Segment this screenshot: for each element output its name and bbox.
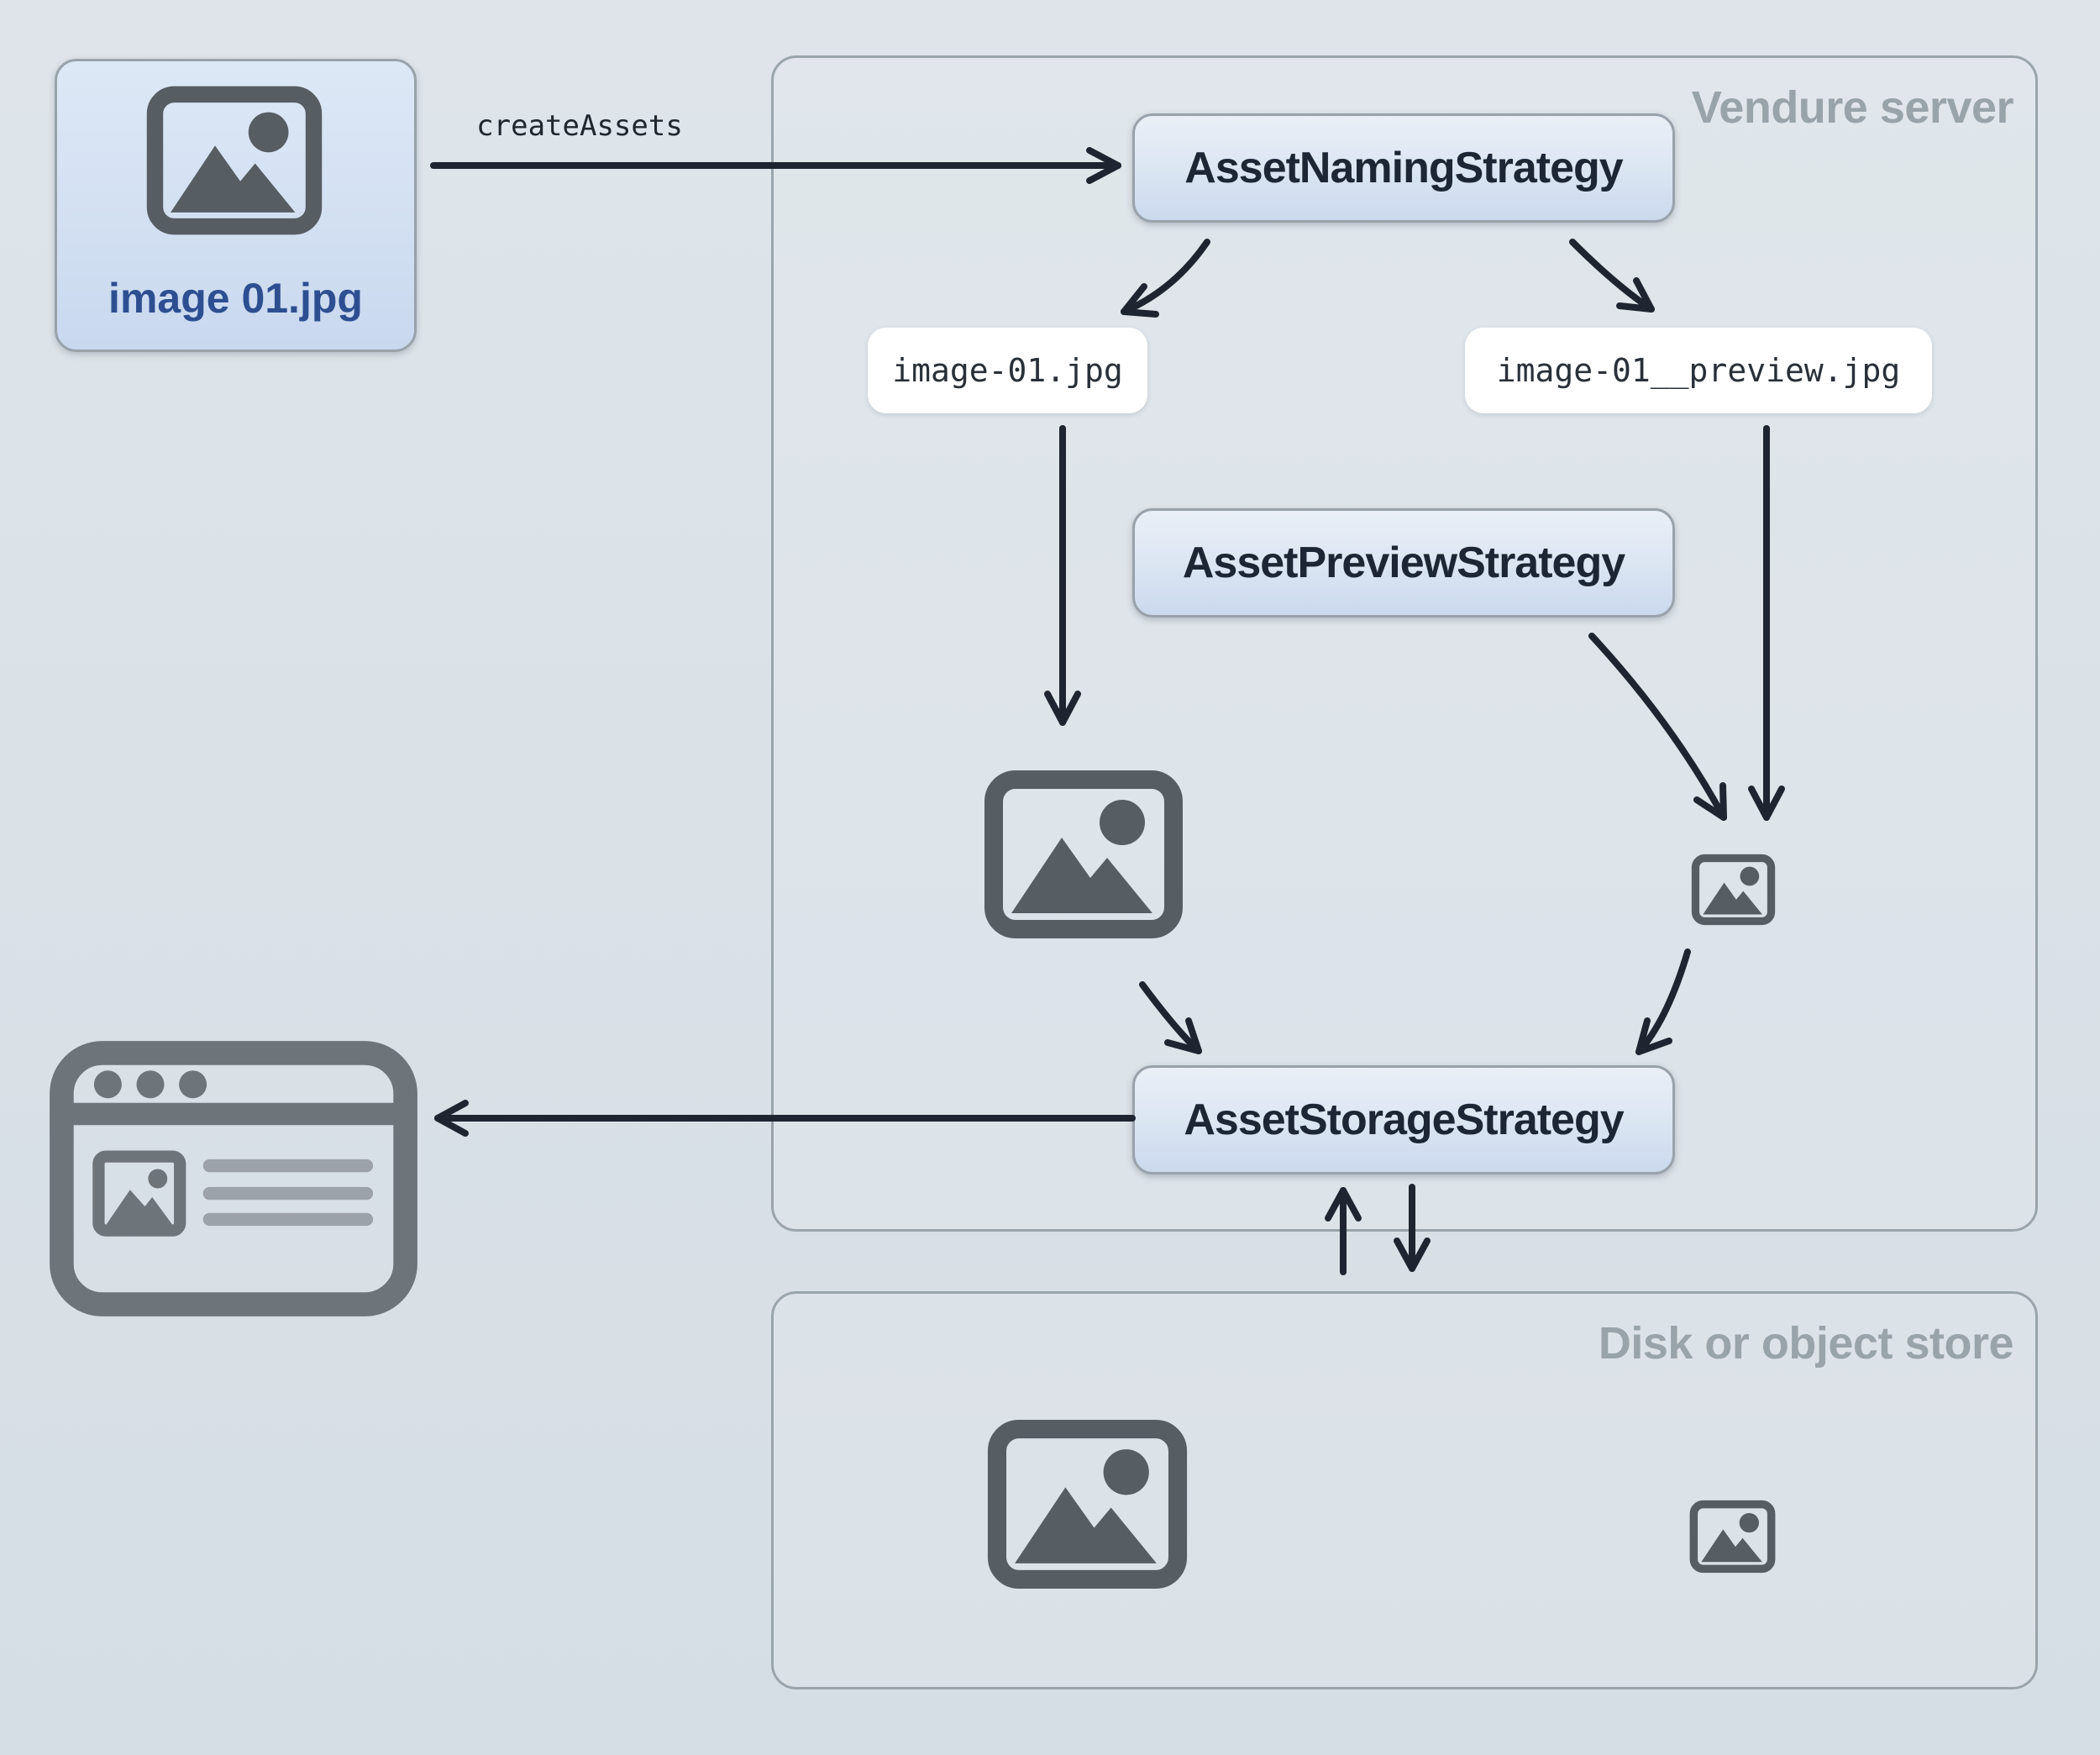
source-file-card: image 01.jpg [55,59,417,352]
create-assets-edge-label: createAssets [476,109,683,143]
stored-preview-image-icon [1688,1500,1777,1574]
vendure-server-label: Vendure server [1691,82,2014,133]
preview-filename-pill: image-01__preview.jpg [1465,328,1932,413]
source-file-label: image 01.jpg [108,275,363,322]
browser-window-icon [50,1041,417,1316]
source-filename-text: image-01.jpg [892,352,1123,389]
asset-naming-strategy-box: AssetNamingStrategy [1132,113,1675,223]
disk-store-label: Disk or object store [1598,1318,2014,1369]
stored-full-size-image-icon [983,1418,1192,1590]
asset-preview-strategy-label: AssetPreviewStrategy [1182,539,1625,587]
source-filename-pill: image-01.jpg [868,328,1147,413]
source-image-icon [145,82,323,239]
vendure-server-container: Vendure server [771,55,2038,1232]
preview-filename-text: image-01__preview.jpg [1496,352,1901,389]
asset-storage-strategy-label: AssetStorageStrategy [1184,1096,1624,1144]
preview-image-icon [1691,853,1776,927]
full-size-image-icon [983,769,1184,940]
disk-store-container: Disk or object store [771,1291,2038,1689]
asset-storage-strategy-box: AssetStorageStrategy [1132,1065,1675,1174]
asset-naming-strategy-label: AssetNamingStrategy [1184,144,1623,192]
asset-preview-strategy-box: AssetPreviewStrategy [1132,508,1675,617]
